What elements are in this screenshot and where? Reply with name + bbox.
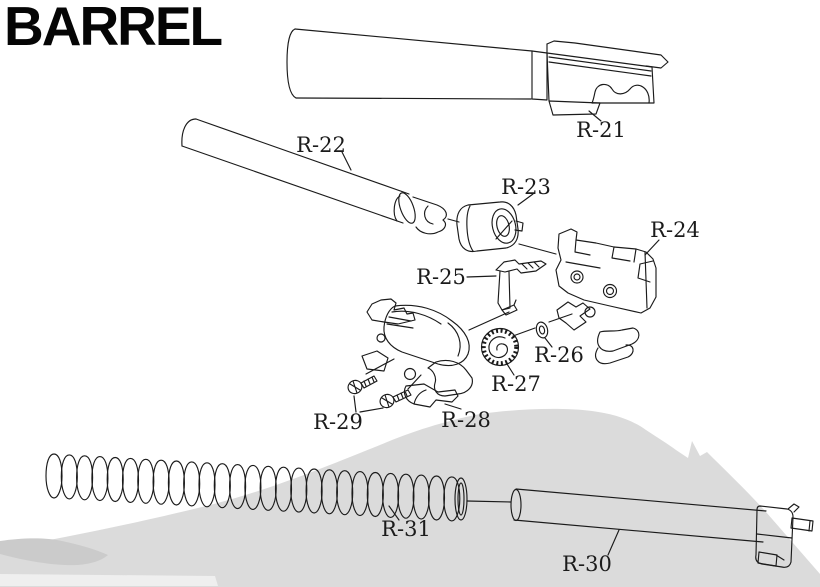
leader-r24 [644,239,660,256]
outer-barrel-drawing [286,28,669,122]
part-label-r24: R-24 [650,218,700,242]
leader-r30 [607,529,620,556]
part-label-r23: R-23 [501,175,551,199]
part-label-r25: R-25 [416,265,466,289]
part-label-r28: R-28 [441,408,491,432]
chamber-left-half-drawing [361,298,473,410]
part-label-r30: R-30 [562,552,612,576]
page-title: BARREL [4,0,223,57]
hopup-gear-drawing [480,313,573,376]
recoil-spring-drawing [45,453,468,522]
part-label-r27: R-27 [491,372,541,396]
leader-r31 [388,505,400,521]
leader-r23 [517,193,534,206]
adjustment-clip-drawing [466,259,547,331]
part-label-r31: R-31 [381,517,431,541]
leader-r22 [341,151,352,171]
leader-r27 [506,363,515,376]
part-label-r26: R-26 [534,343,584,367]
leader-r21 [588,110,602,122]
chamber-right-half-drawing [555,228,660,365]
oring-drawing [535,321,553,348]
part-label-r21: R-21 [576,118,626,142]
leader-r26 [544,337,553,348]
leader-r25 [466,275,497,278]
spring-guide-rod-drawing [466,488,814,568]
part-label-r29: R-29 [313,410,363,434]
bucking-drawing [456,193,557,255]
screws-drawing [347,358,422,413]
part-label-r22: R-22 [296,133,346,157]
pistol-silhouette-watermark [0,408,820,587]
inner-barrel-drawing [181,118,460,235]
leader-r28 [444,403,462,410]
leader-r29 [353,395,384,413]
